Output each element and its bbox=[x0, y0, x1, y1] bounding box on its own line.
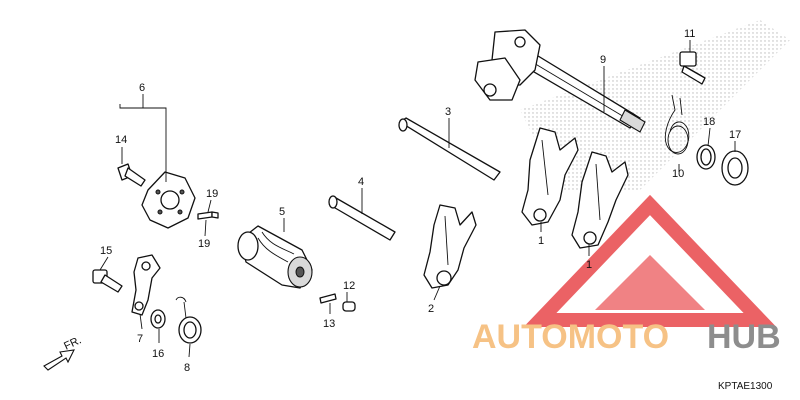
return-spring-10 bbox=[664, 94, 690, 155]
circlip-18 bbox=[696, 144, 716, 170]
shift-fork-1a bbox=[521, 127, 579, 226]
label-17: 17 bbox=[729, 129, 741, 141]
label-7: 7 bbox=[137, 333, 143, 345]
pin-12 bbox=[342, 301, 356, 312]
label-19b: 19 bbox=[198, 238, 210, 250]
label-1a: 1 bbox=[538, 235, 544, 247]
gearshift-spindle bbox=[474, 29, 646, 133]
label-10: 10 bbox=[672, 168, 684, 180]
label-1b: 1 bbox=[586, 259, 592, 271]
shift-fork-1b bbox=[571, 151, 629, 249]
bolt-14 bbox=[117, 163, 146, 187]
label-12: 12 bbox=[343, 280, 355, 292]
label-9: 9 bbox=[600, 54, 606, 66]
part-labels: 9 11 10 18 17 3 4 5 1 1 2 12 13 6 14 15 … bbox=[100, 28, 741, 374]
label-11: 11 bbox=[684, 28, 695, 40]
bolt-11 bbox=[679, 51, 706, 85]
label-4: 4 bbox=[358, 176, 364, 188]
label-14: 14 bbox=[115, 134, 127, 146]
spring-13 bbox=[319, 293, 337, 304]
washer-17 bbox=[721, 150, 749, 186]
shading-area bbox=[520, 20, 790, 190]
washer-16 bbox=[150, 309, 166, 329]
label-5: 5 bbox=[279, 206, 285, 218]
stopper-arm-7 bbox=[131, 254, 161, 316]
shift-drum-5 bbox=[237, 225, 313, 289]
diagram-code: KPTAE1300 bbox=[718, 381, 773, 392]
watermark-triangle-inner bbox=[595, 255, 705, 310]
shift-fork-2 bbox=[423, 204, 477, 289]
label-8: 8 bbox=[184, 362, 190, 374]
front-indicator: FR. bbox=[43, 334, 83, 371]
stopper-spring-8 bbox=[175, 296, 202, 344]
label-3: 3 bbox=[445, 106, 451, 118]
watermark: AUTOMOTO HUB bbox=[472, 194, 781, 356]
front-label: FR. bbox=[62, 334, 83, 352]
label-18: 18 bbox=[703, 116, 715, 128]
bolt-15 bbox=[92, 269, 123, 293]
fork-shaft-4 bbox=[328, 195, 396, 241]
watermark-brand-part2: HUB bbox=[707, 318, 781, 356]
label-6: 6 bbox=[139, 82, 145, 94]
watermark-brand-part1: AUTOMOTO bbox=[472, 318, 669, 356]
leader-lines bbox=[99, 40, 736, 358]
fork-shaft-3 bbox=[398, 117, 501, 181]
label-2: 2 bbox=[428, 303, 434, 315]
label-16: 16 bbox=[152, 348, 164, 360]
label-13: 13 bbox=[323, 318, 335, 330]
label-19a: 19 bbox=[206, 188, 218, 200]
label-15: 15 bbox=[100, 245, 112, 257]
drum-center-6 bbox=[141, 171, 196, 229]
dowel-pin-19 bbox=[197, 211, 219, 220]
watermark-triangle bbox=[523, 194, 777, 327]
